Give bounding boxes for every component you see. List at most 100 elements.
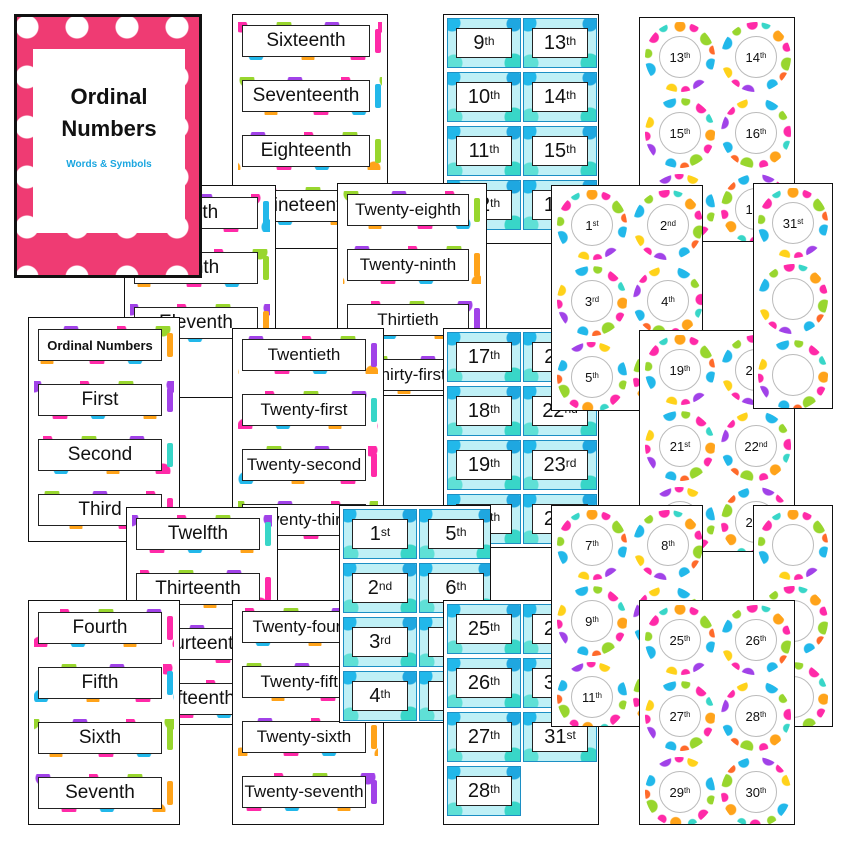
color-bar: [371, 398, 377, 422]
ordinal-suffix: th: [490, 402, 501, 417]
word-card: Second: [34, 436, 174, 474]
ordinal-number: 21: [669, 438, 685, 454]
word-card: Eighteenth: [238, 132, 382, 170]
ordinal-suffix: th: [490, 674, 501, 689]
ordinal-number: 3: [369, 630, 381, 653]
ordinal-suffix: nd: [378, 579, 393, 594]
ordinal-number: 1: [369, 522, 381, 545]
word-card-label: Fifth: [38, 667, 162, 699]
word-card: Twentieth: [238, 336, 378, 374]
word-card-label: Seventeenth: [242, 80, 370, 112]
word-card: Ordinal Numbers: [34, 326, 174, 364]
ordinal-number: 15: [543, 139, 567, 162]
word-card: Twelfth: [132, 515, 272, 553]
ordinal-suffix: th: [683, 364, 691, 374]
color-bar: [263, 201, 269, 225]
word-card: Twenty-first: [238, 391, 378, 429]
ordinal-number: 27: [467, 725, 491, 748]
ordinal-suffix: th: [683, 786, 691, 796]
ordinal-number: 2: [660, 217, 668, 233]
ordinal-suffix: th: [759, 634, 767, 644]
ordinal-number: 4: [661, 293, 669, 309]
number-page-n2: 17th21st18th22nd19th23rd20th24th: [443, 328, 599, 548]
ordinal-suffix: th: [759, 786, 767, 796]
word-card: Fourth: [34, 609, 174, 647]
circle-card: [754, 249, 832, 349]
color-bar: [265, 522, 271, 546]
color-bar: [375, 84, 381, 108]
ordinal-suffix: rd: [565, 456, 577, 471]
ordinal-number: 13: [669, 49, 684, 65]
ordinal-number: 5: [445, 522, 457, 545]
circle-card: [758, 510, 828, 580]
ordinal-suffix: st: [797, 217, 804, 227]
ordinal-suffix: th: [490, 728, 501, 743]
word-card-label: Twenty-seventh: [242, 776, 366, 808]
ordinal-suffix: th: [759, 51, 767, 61]
word-card-label: Seventh: [38, 777, 162, 809]
circle-card-label: [772, 278, 814, 320]
ordinal-suffix: th: [456, 525, 467, 540]
ordinal-suffix: th: [566, 88, 577, 103]
ordinal-number: 19: [467, 453, 491, 476]
ordinal-suffix: th: [683, 634, 691, 644]
word-card: Twenty-ninth: [343, 246, 481, 284]
ordinal-suffix: th: [683, 127, 691, 137]
color-bar: [474, 198, 480, 222]
ordinal-suffix: th: [490, 620, 501, 635]
ordinal-number: 30: [745, 784, 760, 800]
ordinal-number: 2: [367, 576, 379, 599]
color-bar: [167, 781, 173, 805]
word-card: Twenty-seventh: [238, 773, 378, 811]
ordinal-number: 31: [544, 725, 567, 748]
cover-page: Ordinal Numbers Words & Symbols: [14, 14, 202, 278]
ordinal-suffix: th: [683, 710, 691, 720]
color-bar: [167, 726, 173, 750]
word-card-label: Ordinal Numbers: [38, 329, 162, 361]
ordinal-number: 18: [467, 399, 491, 422]
circle-page-c2: 1st2nd3rd4th5th6th: [551, 185, 703, 411]
ordinal-number: 1: [585, 217, 593, 233]
ordinal-suffix: th: [566, 34, 577, 49]
ordinal-suffix: th: [683, 51, 691, 61]
word-card-label: Fourth: [38, 612, 162, 644]
word-card: Fifth: [34, 664, 174, 702]
ordinal-suffix: nd: [758, 440, 768, 450]
word-card: Seventh: [34, 774, 174, 812]
ordinal-suffix: th: [592, 539, 599, 549]
ordinal-suffix: th: [668, 539, 675, 549]
